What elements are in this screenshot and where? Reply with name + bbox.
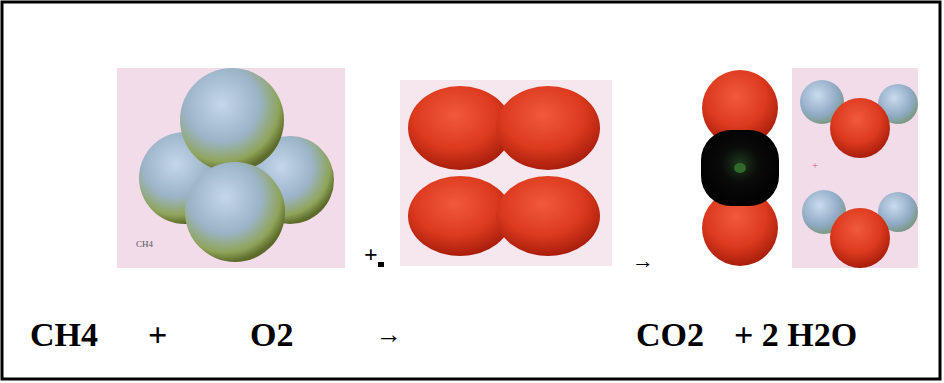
formula-text: O2 (250, 318, 293, 352)
plus-sign: + (812, 160, 818, 171)
reaction-arrow: → (376, 322, 402, 348)
products-models (692, 68, 918, 268)
oxygen-models (400, 80, 612, 266)
formula-text: CH4 (30, 318, 98, 352)
reaction-arrow: → (632, 250, 654, 272)
plus-sign: + (364, 242, 378, 266)
formula-text: + 2 H2O (734, 318, 857, 352)
frame (2, 2, 940, 379)
formula-caption: CH4 (136, 240, 153, 249)
methane-model (117, 68, 345, 268)
dot-mark (378, 262, 384, 267)
plus-sign: + (148, 318, 167, 352)
formula-text: CO2 (636, 318, 704, 352)
